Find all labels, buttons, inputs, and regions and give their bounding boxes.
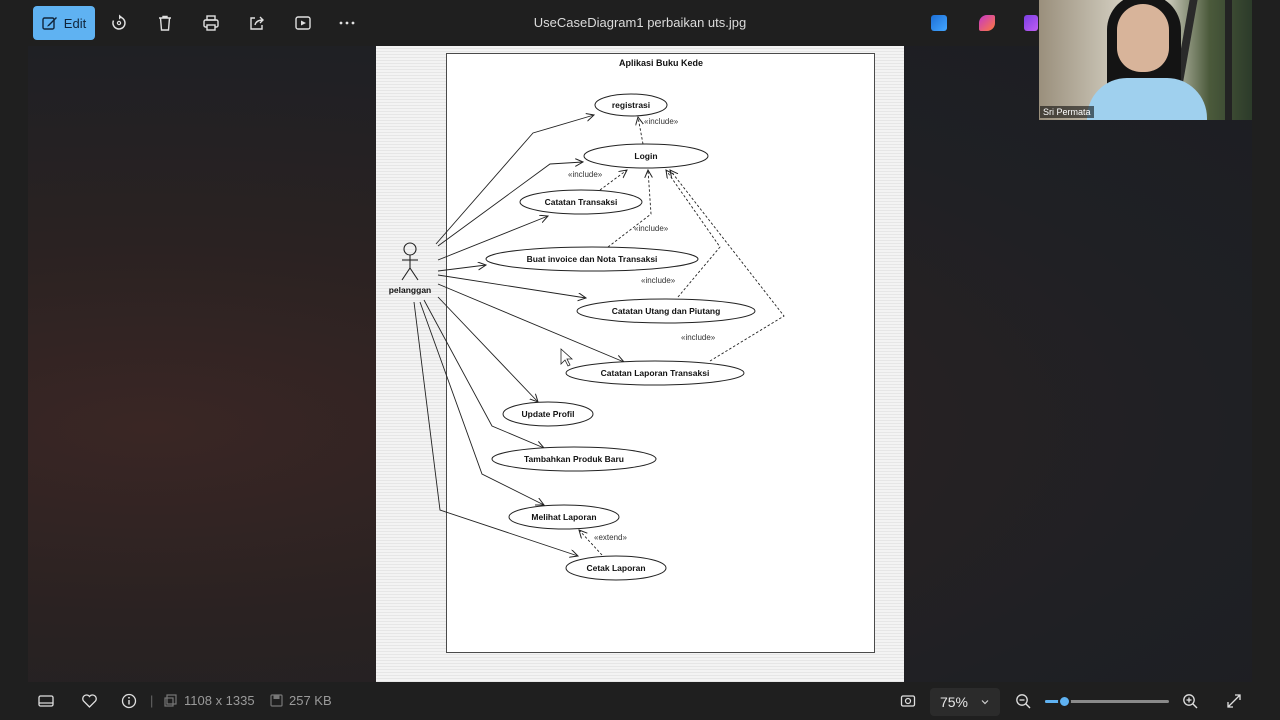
include-label-1: «include» (644, 117, 679, 126)
usecase-melihat-laporan: Melihat Laporan (531, 512, 596, 522)
usecase-utang-shape (576, 298, 756, 324)
more-icon[interactable] (336, 12, 358, 34)
include-invoice-login (607, 170, 651, 248)
use-case-diagram: Aplikasi Buku Kede pelanggan «include» «… (389, 58, 785, 581)
usecase-invoice: Buat invoice dan Nota Transaksi (527, 254, 658, 264)
clipchamp-app-icon[interactable] (1024, 15, 1038, 31)
info-icon[interactable] (121, 693, 137, 709)
status-divider: | (150, 693, 154, 708)
file-size: 257 KB (289, 693, 332, 708)
zoom-dropdown[interactable]: 75% (930, 688, 1000, 716)
image-dimensions: 1108 x 1335 (184, 693, 255, 708)
dimensions-icon (164, 693, 177, 707)
assoc-catatan-transaksi (437, 216, 548, 261)
usecase-cetak-laporan-shape (565, 555, 667, 581)
usecase-update-profil-shape (502, 401, 594, 427)
file-size-status: 257 KB (270, 693, 332, 708)
usecase-invoice-shape (485, 246, 699, 272)
usecase-produk-baru-shape (491, 446, 657, 472)
webcam-feed: Sri Permata (1039, 0, 1252, 120)
usecase-laporan-transaksi-shape (565, 360, 745, 386)
usecase-login: Login (634, 151, 657, 161)
assoc-cetak-laporan (413, 301, 578, 556)
paint-app-icon[interactable] (931, 15, 947, 31)
rotate-icon[interactable] (108, 12, 130, 34)
share-icon[interactable] (246, 12, 268, 34)
print-icon[interactable] (200, 12, 222, 34)
include-laporan-login (670, 170, 785, 362)
extend-label: «extend» (594, 533, 627, 542)
include-login-registrasi (638, 117, 643, 145)
usecase-catatan-transaksi: Catatan Transaksi (545, 197, 618, 207)
include-label-3: «include» (634, 224, 669, 233)
usecase-registrasi: registrasi (612, 100, 650, 110)
left-gutter (0, 46, 28, 682)
edit-image-icon (42, 17, 57, 30)
assoc-invoice (437, 265, 486, 272)
actor-label: pelanggan (389, 285, 432, 295)
zoom-in-icon[interactable] (1182, 693, 1199, 710)
edit-button[interactable]: Edit (33, 6, 95, 40)
usecase-laporan-transaksi: Catatan Laporan Transaksi (601, 368, 710, 378)
usecase-login-shape (583, 143, 709, 169)
zoom-slider-thumb[interactable] (1057, 695, 1071, 708)
usecase-utang: Catatan Utang dan Piutang (612, 306, 721, 316)
assoc-melihat-laporan (419, 301, 544, 505)
designer-app-icon[interactable] (979, 15, 995, 31)
mouse-pointer-icon (560, 348, 574, 367)
window-title: UseCaseDiagram1 perbaikan uts.jpg (533, 15, 747, 30)
include-utang-login (666, 170, 721, 298)
assoc-utang (437, 274, 586, 298)
assoc-registrasi (435, 115, 594, 245)
usecase-cetak-laporan: Cetak Laporan (586, 563, 645, 573)
include-label-2: «include» (568, 170, 603, 179)
fullscreen-icon[interactable] (1226, 693, 1242, 709)
favorite-icon[interactable] (81, 693, 98, 709)
zoom-slider-track[interactable] (1045, 700, 1169, 703)
webcam-participant-name: Sri Permata (1040, 106, 1094, 118)
assoc-update-profil (437, 296, 538, 402)
right-gutter (1252, 46, 1280, 682)
usecase-registrasi-shape (594, 93, 668, 117)
include-label-5: «include» (681, 333, 716, 342)
usecase-produk-baru: Tambahkan Produk Baru (524, 454, 624, 464)
include-transaksi-login (599, 170, 627, 191)
fit-to-window-icon[interactable] (900, 693, 916, 709)
extend-cetak-melihat (579, 530, 603, 556)
assoc-laporan-transaksi (437, 283, 624, 362)
usecase-update-profil: Update Profil (522, 409, 575, 419)
edit-button-label: Edit (63, 15, 87, 31)
save-disk-icon (270, 694, 283, 707)
slideshow-icon[interactable] (292, 12, 314, 34)
include-label-4: «include» (641, 276, 676, 285)
actor-figure (401, 242, 419, 281)
dimensions-status: 1108 x 1335 (164, 693, 255, 708)
diagram-title: Aplikasi Buku Kede (619, 58, 703, 68)
zoom-slider-fill (1045, 700, 1064, 703)
usecase-melihat-laporan-shape (508, 504, 620, 530)
zoom-out-icon[interactable] (1015, 693, 1032, 710)
assoc-produk-baru (423, 299, 544, 448)
assoc-login (437, 162, 583, 247)
chevron-down-icon (981, 700, 989, 705)
usecase-catatan-transaksi-shape (519, 189, 643, 215)
filmstrip-icon[interactable] (38, 693, 54, 709)
zoom-level: 75% (939, 694, 969, 710)
delete-icon[interactable] (154, 12, 176, 34)
